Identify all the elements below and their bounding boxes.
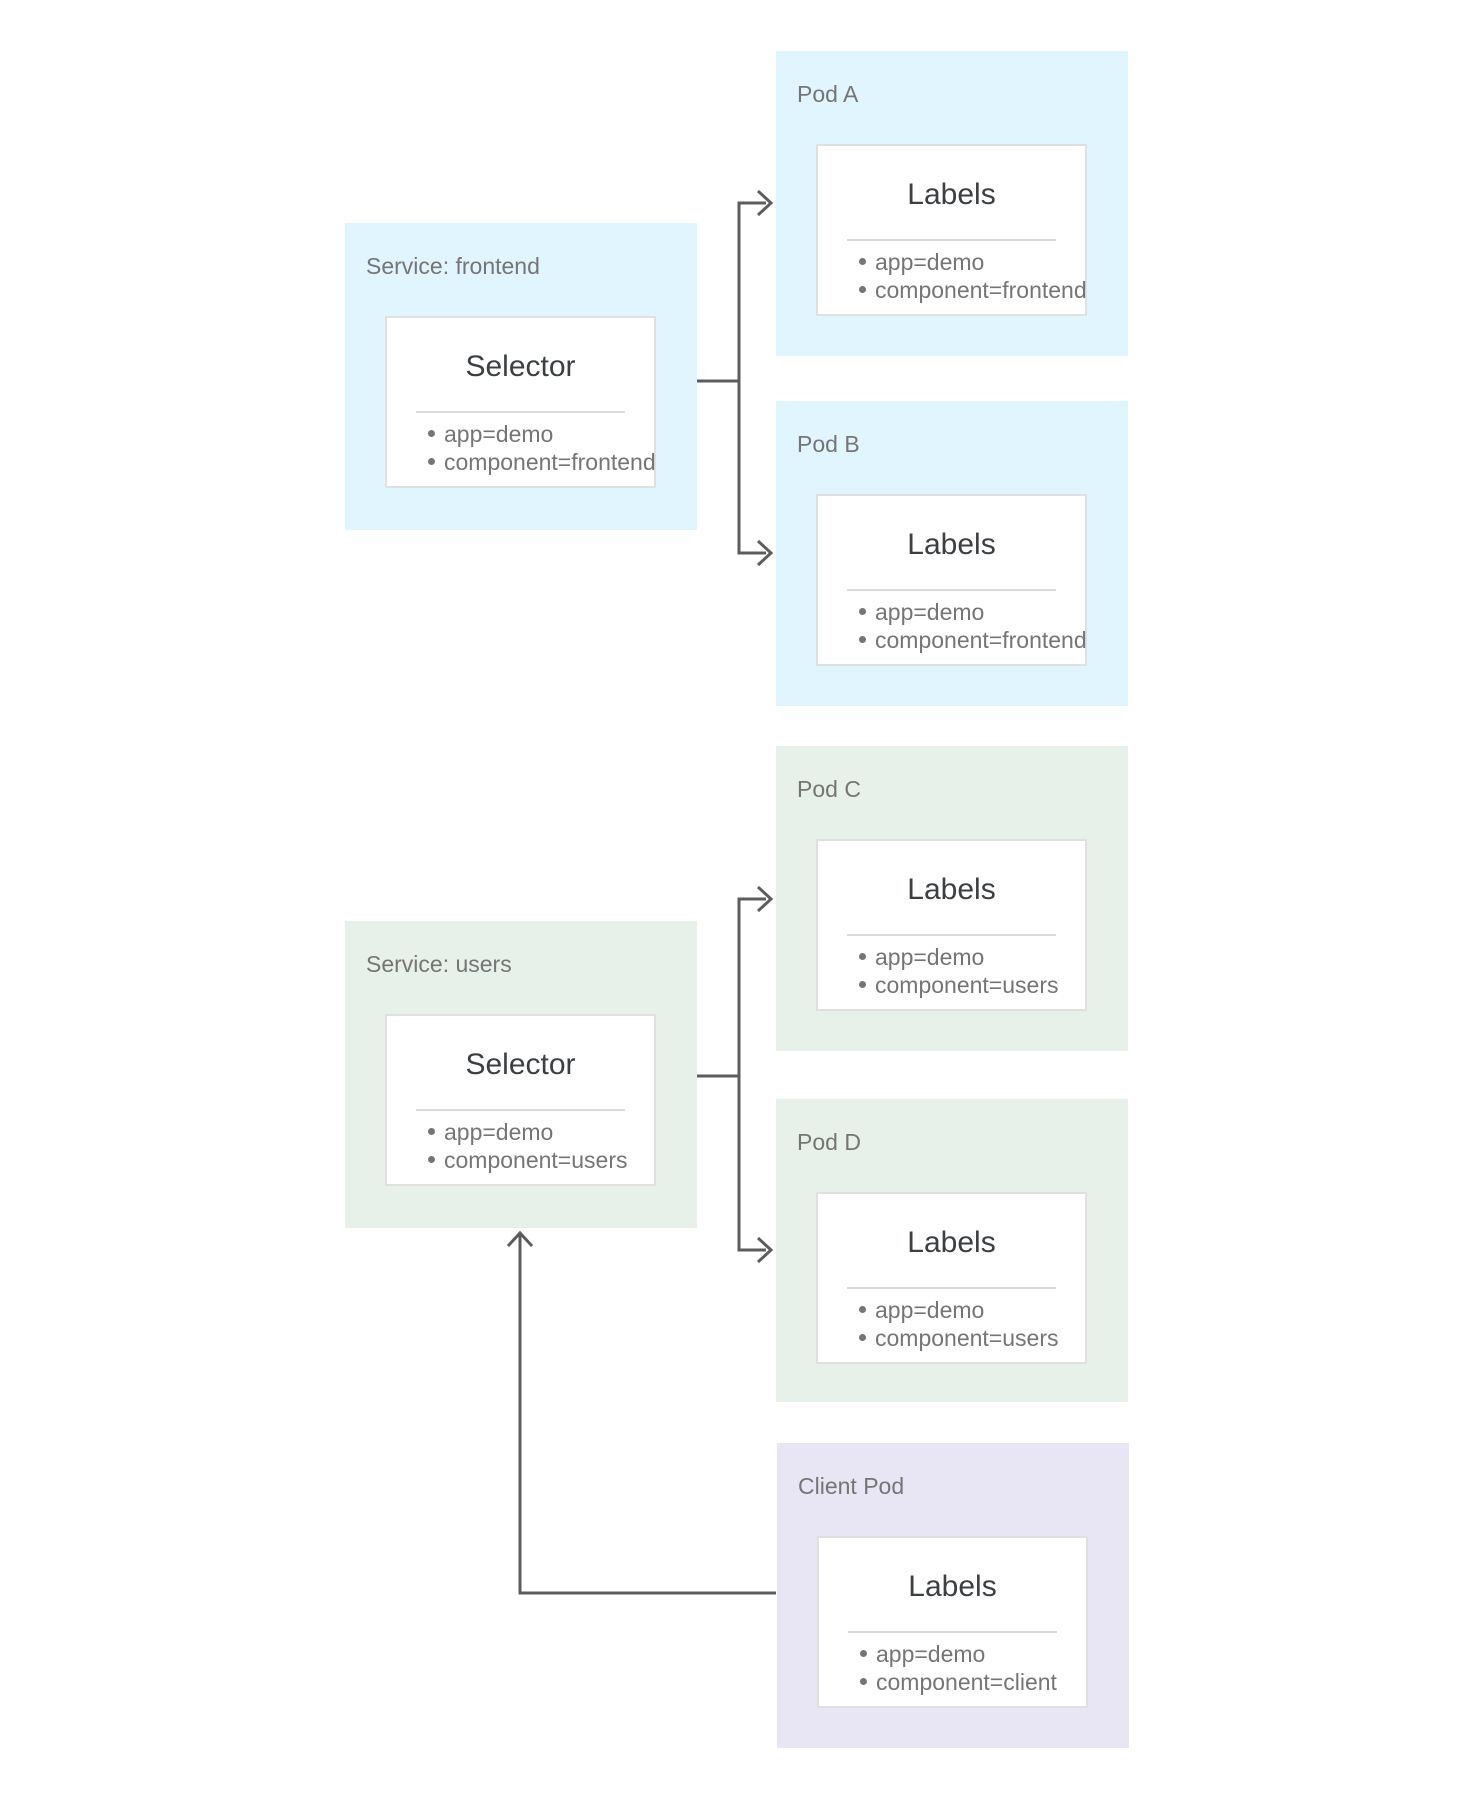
pod-label-list: app=demo component=client [819,1640,1086,1696]
arrowhead-service-users [506,1230,534,1248]
labels-card-heading: Labels [907,873,996,906]
card-divider [847,589,1056,591]
label-item: component=frontend [859,627,1087,653]
labels-card-heading: Labels [907,178,996,211]
connector-client-line [518,1234,776,1595]
pod-label-list: app=demo component=users [818,1296,1085,1352]
labels-card-heading: Labels [908,1570,997,1603]
label-item: app=demo [859,598,1085,626]
selector-card: Selector app=demo component=frontend [385,316,656,488]
pod-label-list: app=demo component=frontend [818,598,1087,654]
selector-label-list: app=demo component=users [387,1118,654,1174]
labels-card: Labels app=demo component=frontend [816,144,1087,316]
label-item: component=frontend [428,449,656,475]
selector-card: Selector app=demo component=users [385,1014,656,1186]
label-item: app=demo [428,420,654,448]
client-pod-box: Client Pod Labels app=demo component=cli… [777,1443,1129,1748]
labels-card: Labels app=demo component=frontend [816,494,1087,666]
label-item: component=frontend [859,277,1087,303]
label-item: app=demo [859,248,1085,276]
label-item: app=demo [859,943,1085,971]
pod-d-title: Pod D [797,1129,861,1155]
card-divider [848,1631,1057,1633]
card-divider [847,239,1056,241]
arrowhead-pod-d [756,1236,774,1264]
label-item: component=users [428,1146,654,1174]
arrowhead-pod-c [756,885,774,913]
pod-b-title: Pod B [797,431,860,457]
arrowhead-pod-b [756,539,774,567]
label-item: app=demo [859,1296,1085,1324]
pod-label-list: app=demo component=frontend [818,248,1087,304]
pod-label-list: app=demo component=users [818,943,1085,999]
client-pod-title: Client Pod [798,1473,905,1499]
pod-c-title: Pod C [797,776,861,802]
selector-label-list: app=demo component=frontend [387,420,656,476]
card-divider [416,1109,625,1111]
labels-card: Labels app=demo component=users [816,1192,1087,1364]
label-item: component=users [859,971,1085,999]
service-users-box: Service: users Selector app=demo compone… [345,921,697,1228]
label-item: component=users [859,1324,1085,1352]
labels-card-heading: Labels [907,528,996,561]
pod-a-title: Pod A [797,81,859,107]
arrowhead-pod-a [756,189,774,217]
labels-card: Labels app=demo component=users [816,839,1087,1011]
label-item: app=demo [860,1640,1086,1668]
service-users-title: Service: users [366,951,512,977]
connector-users-branch [737,897,766,1252]
card-divider [847,934,1056,936]
label-item: app=demo [428,1118,654,1146]
pod-b-box: Pod B Labels app=demo component=frontend [776,401,1128,706]
labels-card-heading: Labels [907,1226,996,1259]
card-divider [847,1287,1056,1289]
selector-card-heading: Selector [465,1048,576,1081]
card-divider [416,411,625,413]
service-frontend-box: Service: frontend Selector app=demo comp… [345,223,697,530]
label-item: component=client [860,1668,1086,1696]
pod-d-box: Pod D Labels app=demo component=users [776,1099,1128,1402]
connector-frontend-branch [737,201,766,555]
service-frontend-title: Service: frontend [366,253,540,279]
pod-a-box: Pod A Labels app=demo component=frontend [776,51,1128,356]
selector-card-heading: Selector [465,350,576,383]
labels-card: Labels app=demo component=client [817,1536,1088,1708]
pod-c-box: Pod C Labels app=demo component=users [776,746,1128,1051]
